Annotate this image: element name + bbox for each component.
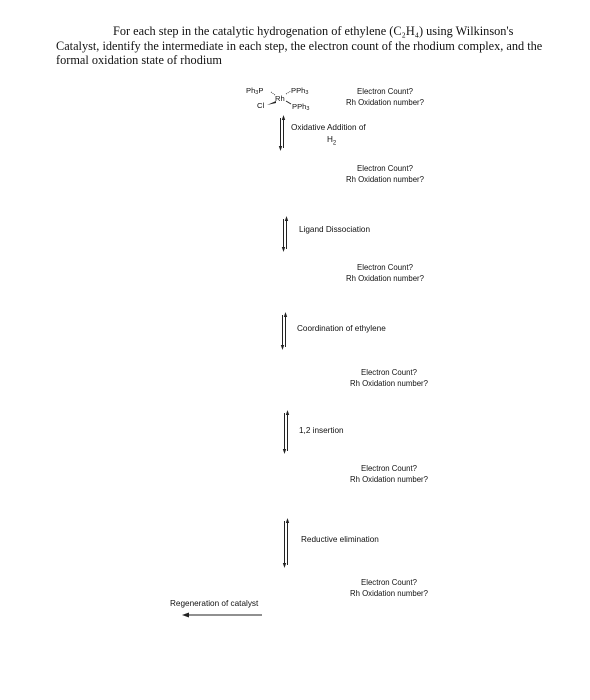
oxidation-number-question: Rh Oxidation number? — [345, 273, 424, 283]
equilibrium-arrow — [280, 312, 288, 350]
equilibrium-arrow — [282, 410, 290, 454]
question-block: Electron Count? Rh Oxidation number? — [330, 164, 440, 185]
electron-count-question: Electron Count? — [357, 164, 413, 173]
h2-reagent: H2 — [327, 135, 337, 147]
pph3-bottom-ligand: PPh3 — [292, 102, 310, 112]
catalyst-bonds — [267, 90, 292, 105]
question-block: Electron Count? Rh Oxidation number? — [330, 263, 440, 284]
step-label-reductive-elimination: Reductive elimination — [301, 535, 379, 544]
equilibrium-arrow — [281, 216, 289, 252]
chloride-ligand: Cl — [257, 101, 265, 110]
question-block: Electron Count? Rh Oxidation number? — [333, 578, 445, 599]
oxidation-number-question: Rh Oxidation number? — [349, 588, 428, 598]
step-label-insertion: 1,2 insertion — [299, 426, 344, 435]
step-label-coordination-ethylene: Coordination of ethylene — [297, 324, 386, 333]
equilibrium-arrow — [278, 115, 286, 151]
oxidation-number-question: Rh Oxidation number? — [349, 474, 428, 484]
oxidation-number-question: Rh Oxidation number? — [345, 174, 424, 184]
electron-count-question: Electron Count? — [357, 263, 413, 272]
step-label-oxidative-addition: Oxidative Addition of — [291, 123, 366, 132]
electron-count-question: Electron Count? — [361, 368, 417, 377]
pph3-top-ligand: PPh3 — [291, 86, 309, 96]
rhodium-atom: Rh — [275, 94, 285, 103]
electron-count-question: Electron Count? — [361, 464, 417, 473]
electron-count-question: Electron Count? — [357, 87, 413, 96]
regeneration-label: Regeneration of catalyst — [170, 599, 259, 608]
electron-count-question: Electron Count? — [361, 578, 417, 587]
ph3p-ligand: Ph3P — [246, 86, 264, 96]
oxidation-number-question: Rh Oxidation number? — [345, 97, 424, 107]
equilibrium-arrow — [282, 518, 290, 568]
oxidation-number-question: Rh Oxidation number? — [349, 378, 428, 388]
question-block: Electron Count? Rh Oxidation number? — [333, 368, 445, 389]
question-block: Electron Count? Rh Oxidation number? — [333, 464, 445, 485]
instructions-paragraph: For each step in the catalytic hydrogena… — [56, 24, 543, 67]
question-block: Electron Count? Rh Oxidation number? — [330, 87, 440, 108]
regeneration-arrow — [182, 612, 262, 618]
step-label-ligand-dissociation: Ligand Dissociation — [299, 225, 371, 234]
